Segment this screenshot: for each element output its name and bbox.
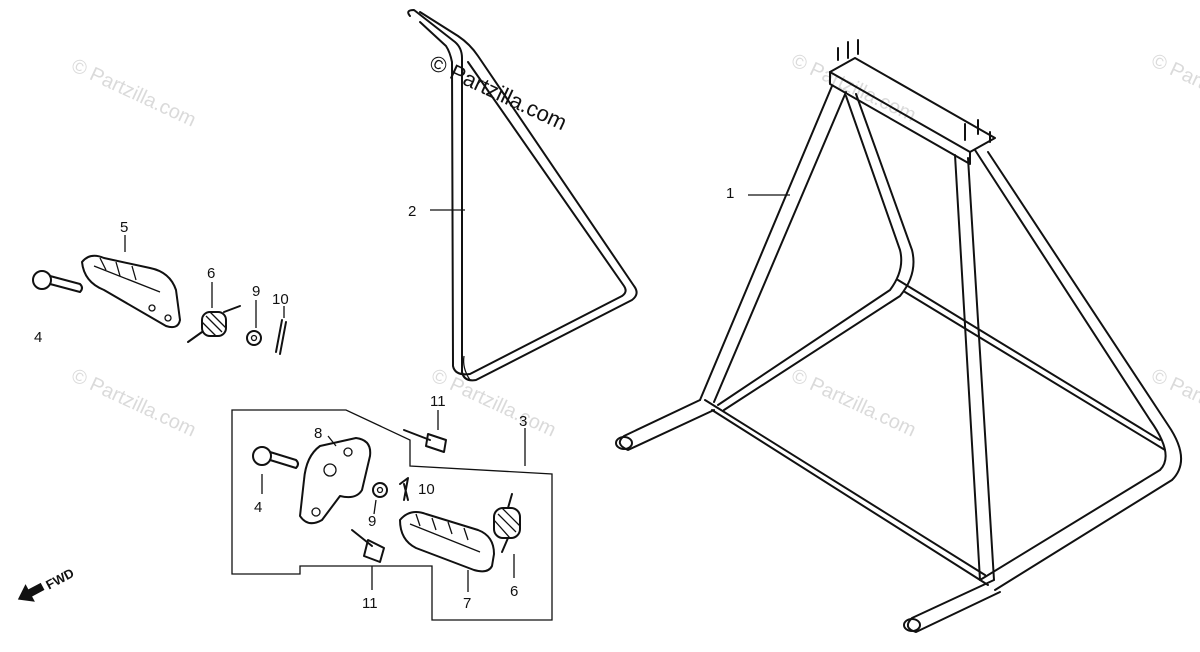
- callout-pin-right: 4: [254, 499, 262, 516]
- callout-step-right: 7: [463, 595, 471, 612]
- callout-holder: 8: [314, 425, 322, 442]
- callout-bolt-top: 11: [430, 393, 446, 410]
- part-rear-stand: 2: [407, 9, 638, 382]
- watermark-faint: © Partzilla.com: [68, 55, 199, 132]
- callout-washer-left: 9: [252, 283, 260, 300]
- callout-cotter-left: 10: [272, 291, 289, 308]
- callout-step-left: 5: [120, 219, 128, 236]
- left-step-group: 4 5 6 9 10: [32, 219, 289, 355]
- watermark-main: © Partzilla.com: [426, 50, 571, 135]
- callout-spring-right: 6: [510, 583, 518, 600]
- arrow-left-icon: [17, 582, 45, 602]
- callout-rear-stand: 2: [408, 203, 416, 220]
- assembly-outline: [231, 409, 553, 621]
- watermark-faint: © Partzilla.com: [68, 365, 199, 442]
- callout-pin-left: 4: [34, 329, 42, 346]
- callout-step-assy: 3: [519, 413, 527, 430]
- callout-bolt-bottom: 11: [362, 595, 378, 612]
- watermark-faint: © Partzilla.com: [1148, 50, 1200, 127]
- callout-washer-right: 9: [368, 513, 376, 530]
- step-assembly-group: 3 4 8 11 9 10 11 7: [231, 393, 553, 621]
- callout-stand: 1: [726, 185, 734, 202]
- part-main-stand: 1: [615, 39, 1183, 633]
- fwd-marker: FWD: [17, 565, 76, 602]
- watermark-faint: © Partzilla.com: [788, 365, 919, 442]
- watermark-faint: © Partzilla.com: [428, 365, 559, 442]
- fwd-label: FWD: [43, 565, 76, 592]
- callout-spring-left: 6: [207, 265, 215, 282]
- callout-cotter-right: 10: [418, 481, 435, 498]
- watermark-layer: © Partzilla.com © Partzilla.com © Partzi…: [68, 50, 1200, 442]
